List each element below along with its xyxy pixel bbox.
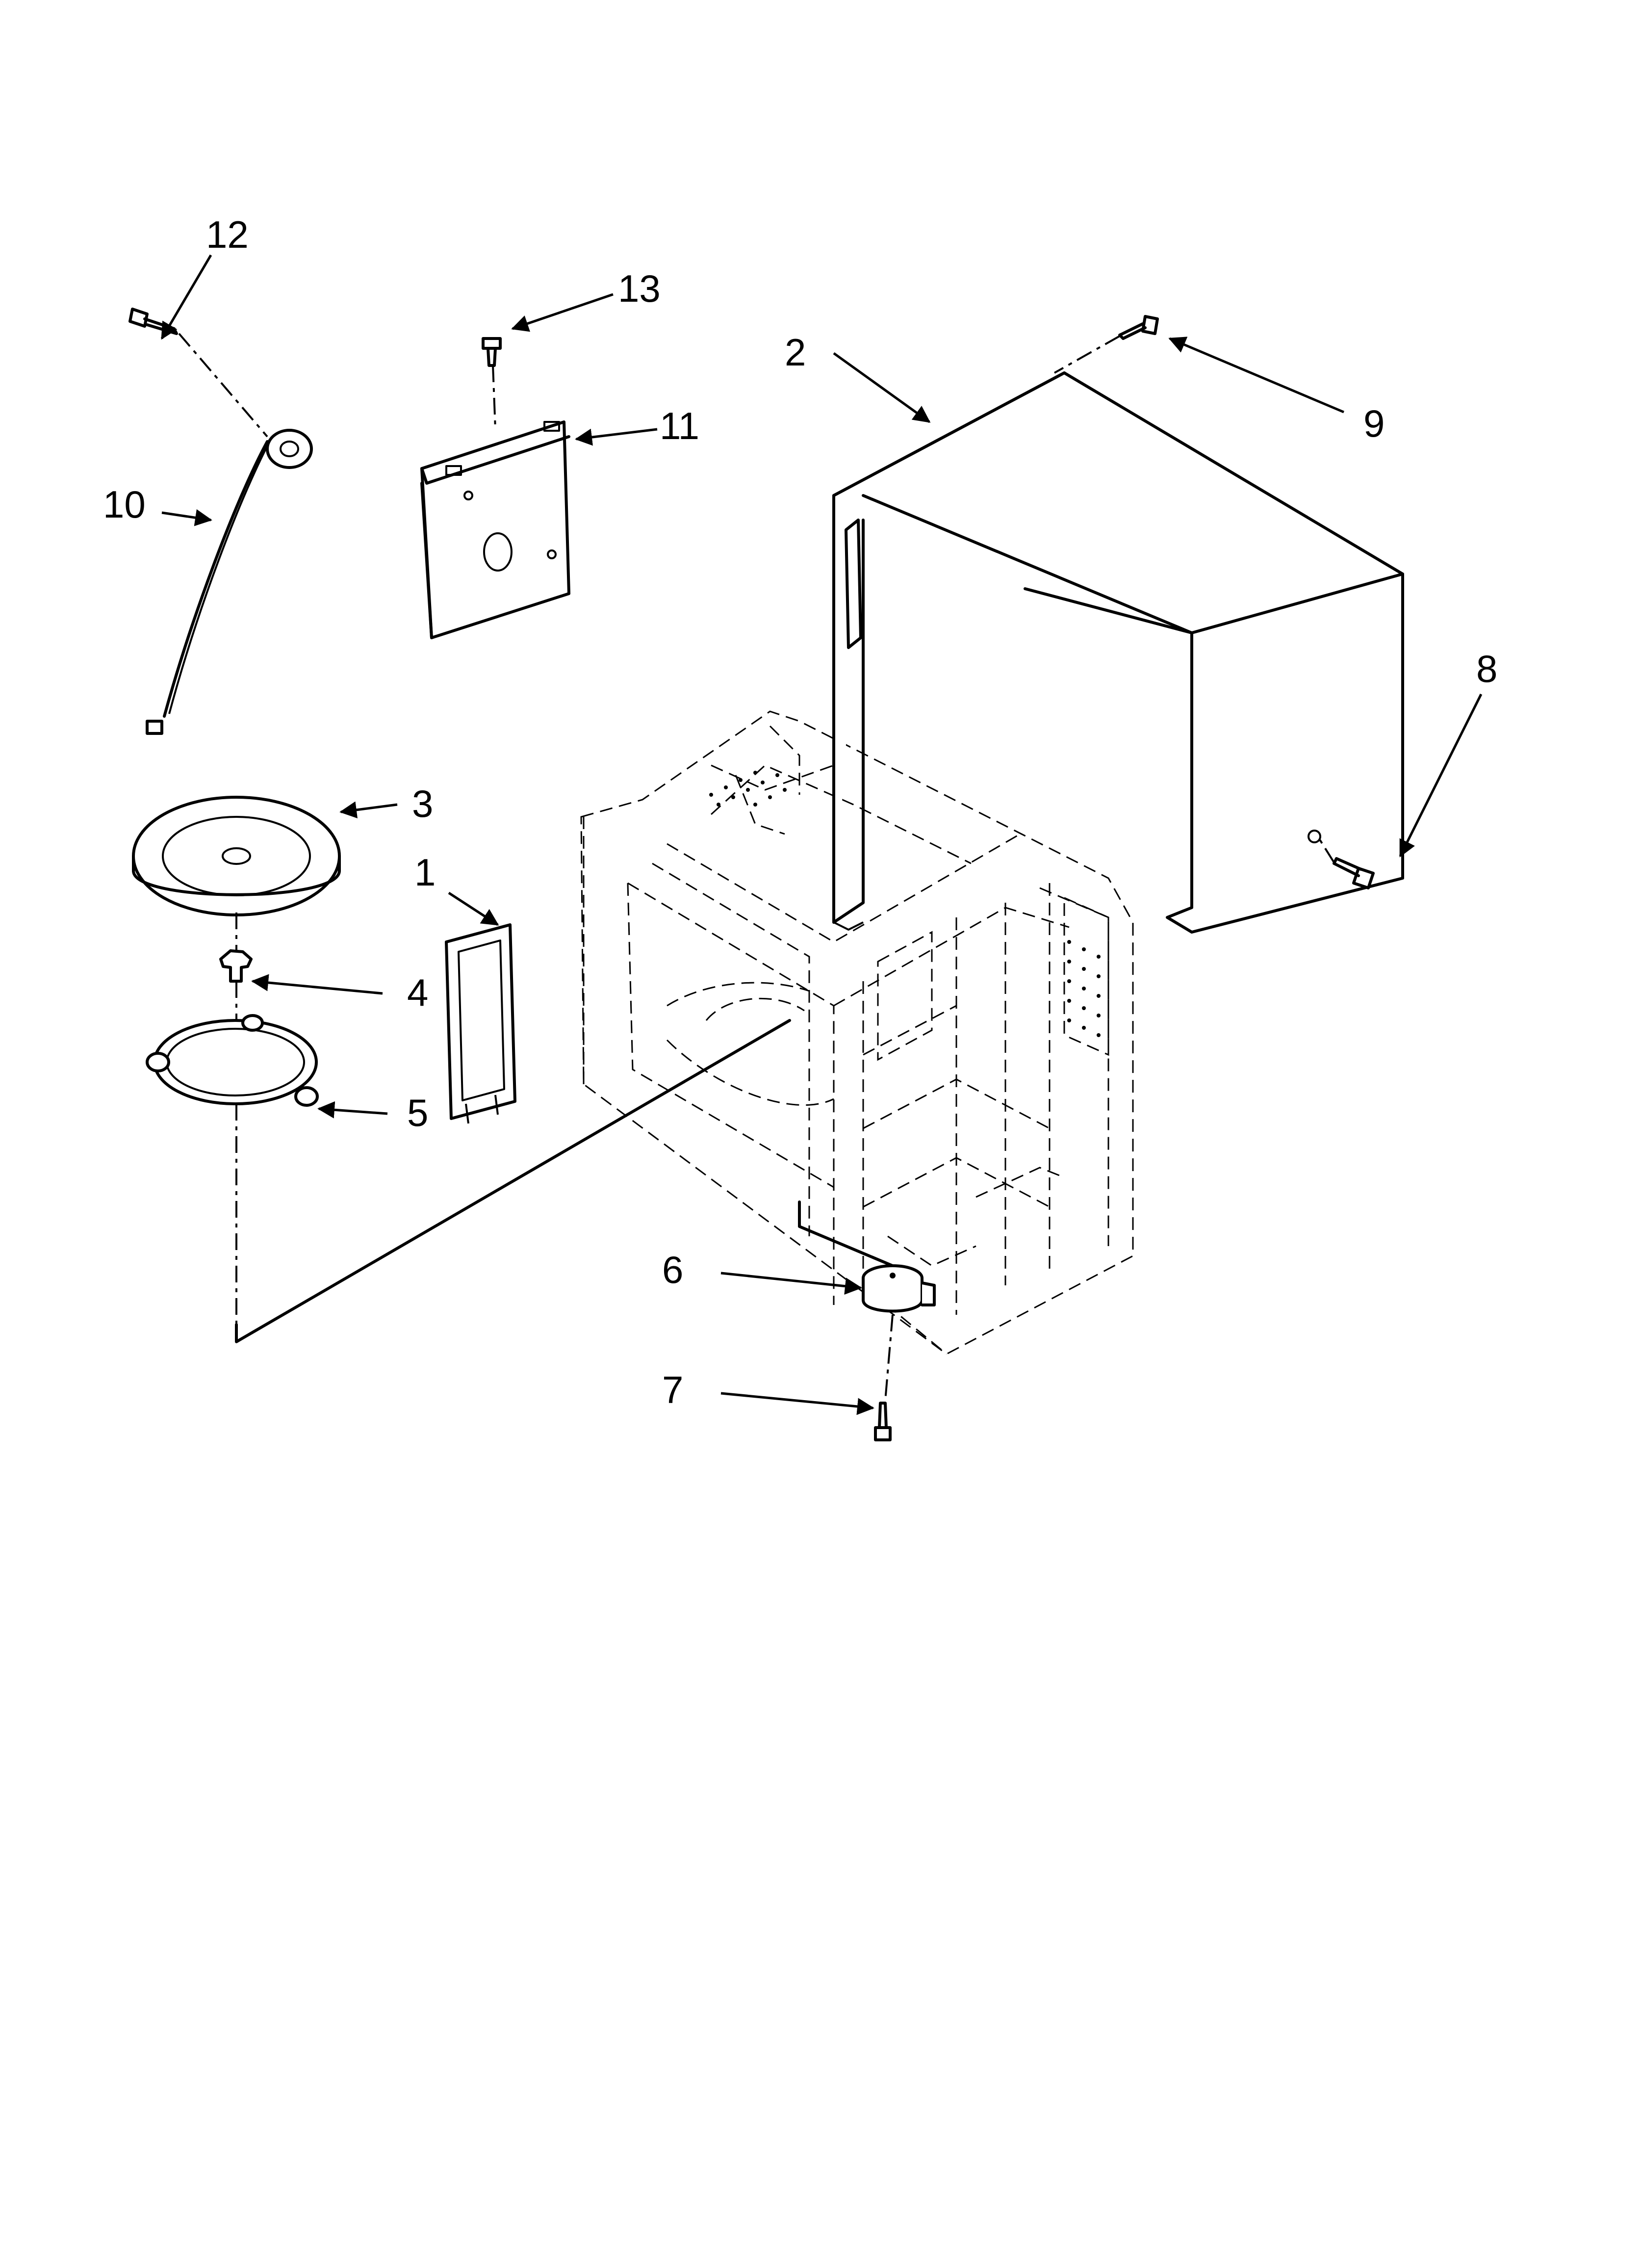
chassis-ghost (580, 710, 1134, 1355)
bracket-screw-13 (482, 337, 502, 367)
light-socket-harness (146, 429, 313, 735)
alignment-lines (178, 333, 1335, 1401)
label-6: 6 (662, 1248, 683, 1291)
top-screw-9 (1118, 315, 1159, 340)
turntable-tray (132, 796, 341, 916)
waveguide-cover (445, 923, 516, 1124)
leader-arrows (160, 254, 1483, 1415)
support-ring (146, 1014, 319, 1107)
socket-screw-12 (128, 308, 178, 335)
label-3: 3 (412, 782, 433, 825)
part-labels: 12 13 11 2 9 8 10 3 1 4 5 6 7 (103, 213, 1497, 1411)
label-9: 9 (1363, 402, 1385, 445)
turntable-motor (862, 1264, 936, 1313)
label-12: 12 (206, 213, 249, 256)
outer-cover (832, 371, 1404, 934)
label-8: 8 (1476, 647, 1497, 690)
label-10: 10 (103, 483, 146, 526)
label-13: 13 (618, 267, 661, 310)
label-1: 1 (414, 851, 436, 894)
mounting-bracket (420, 420, 570, 639)
label-11: 11 (660, 404, 699, 447)
motor-screw-7 (874, 1402, 892, 1441)
label-7: 7 (662, 1368, 683, 1411)
label-5: 5 (407, 1091, 428, 1134)
label-2: 2 (785, 331, 806, 374)
label-4: 4 (407, 971, 428, 1014)
side-screw-8 (1333, 857, 1375, 889)
turntable-hub (219, 949, 253, 983)
